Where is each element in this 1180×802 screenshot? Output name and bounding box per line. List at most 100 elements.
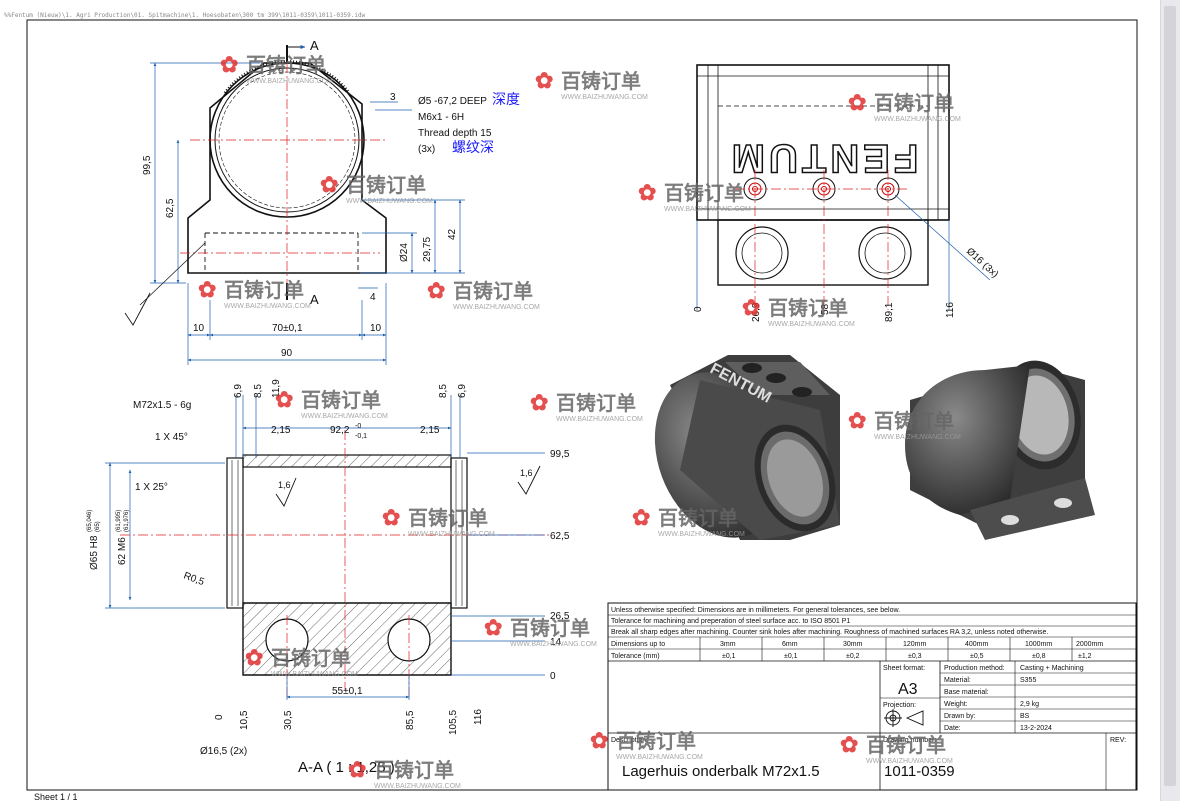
svg-text:WWW.BAIZHUWANG.COM: WWW.BAIZHUWANG.COM bbox=[874, 116, 961, 123]
tb-projection-label: Projection: bbox=[883, 702, 916, 709]
sec-d62-tol-l: (61,976) bbox=[124, 510, 130, 532]
tb-date-label: Date: bbox=[944, 725, 961, 732]
sec-b105-5: 105,5 bbox=[448, 710, 459, 735]
sec-b0: 0 bbox=[214, 714, 225, 720]
watermark-logo-icon: ✿ bbox=[220, 52, 238, 77]
sec-8-5b: 8,5 bbox=[438, 384, 449, 398]
sec-6-9b: 6,9 bbox=[457, 384, 468, 398]
tol-val-6: ±0,8 bbox=[1032, 653, 1046, 660]
tb-production-label: Production method: bbox=[944, 665, 1005, 672]
sec-2-15b: 2,15 bbox=[420, 425, 440, 436]
top-dim-16: Ø16 (3x) bbox=[964, 246, 1000, 280]
svg-text:WWW.BAIZHUWANG.COM: WWW.BAIZHUWANG.COM bbox=[658, 531, 745, 538]
sec-chamfer45: 1 X 45° bbox=[155, 432, 188, 443]
svg-text:百铸订单: 百铸订单 bbox=[346, 173, 426, 197]
tol-val-0: Tolerance (mm) bbox=[611, 653, 660, 660]
svg-text:WWW.BAIZHUWANG.COM: WWW.BAIZHUWANG.COM bbox=[768, 321, 855, 328]
section-view: M72x1.5 - 6g 6,9 8,5 11,9 8,5 6,9 2,15 9… bbox=[87, 379, 570, 776]
dim-42: 42 bbox=[447, 228, 458, 240]
top-dim-26-9: 26,9 bbox=[751, 302, 762, 322]
sec-11-9: 11,9 bbox=[271, 379, 282, 398]
dim-99-5: 99,5 bbox=[142, 155, 153, 175]
tb-drawing-number-label: Drawing number: bbox=[883, 737, 936, 744]
svg-text:百铸订单: 百铸订单 bbox=[224, 278, 304, 302]
tb-drawn-by-label: Drawn by: bbox=[944, 713, 976, 720]
sec-rough-b: 1,6 bbox=[520, 468, 533, 478]
dim-4: 4 bbox=[370, 292, 376, 303]
scrollbar-thumb[interactable] bbox=[1164, 6, 1176, 786]
svg-text:百铸订单: 百铸订单 bbox=[616, 729, 696, 753]
svg-text:百铸订单: 百铸订单 bbox=[768, 296, 848, 320]
top-dim-58: 58 bbox=[820, 303, 831, 315]
tb-weight-label: Weight: bbox=[944, 701, 968, 708]
sec-b85-5: 85,5 bbox=[405, 710, 416, 730]
tb-sheet-format-label: Sheet format: bbox=[883, 665, 925, 672]
tb-drawn-by: BS bbox=[1020, 713, 1030, 720]
sec-rough-a: 1,6 bbox=[278, 480, 291, 490]
watermark-logo-icon: ✿ bbox=[848, 408, 866, 433]
tb-material: S355 bbox=[1020, 677, 1036, 684]
svg-text:WWW.BAIZHUWANG.COM: WWW.BAIZHUWANG.COM bbox=[561, 94, 648, 101]
svg-text:百铸订单: 百铸订单 bbox=[453, 279, 533, 303]
watermark-logo-icon: ✿ bbox=[535, 68, 553, 93]
tb-production: Casting + Machining bbox=[1020, 665, 1084, 672]
dim-3: 3 bbox=[390, 92, 396, 103]
svg-text:百铸订单: 百铸订单 bbox=[658, 506, 738, 530]
svg-text:WWW.BAIZHUWANG.COM: WWW.BAIZHUWANG.COM bbox=[453, 304, 540, 311]
tb-material-label: Material: bbox=[944, 677, 971, 684]
sheet-label: Sheet 1 / 1 bbox=[34, 792, 78, 802]
note-hole-cn: 深度 bbox=[492, 91, 520, 107]
watermarks: ✿ 百铸订单 WWW.BAIZHUWANG.COM ✿ 百铸订单 WWW.BAI… bbox=[198, 52, 961, 790]
svg-text:百铸订单: 百铸订单 bbox=[374, 758, 454, 782]
projection-symbol-icon bbox=[884, 709, 924, 727]
top-lower-block bbox=[717, 219, 929, 286]
svg-text:WWW.BAIZHUWANG.COM: WWW.BAIZHUWANG.COM bbox=[346, 198, 433, 205]
top-dim-89-1: 89,1 bbox=[884, 302, 895, 322]
svg-text:百铸订单: 百铸订单 bbox=[561, 69, 641, 93]
tol-head-7: 2000mm bbox=[1076, 641, 1103, 648]
sec-r99-5: 99,5 bbox=[550, 449, 570, 460]
sec-chamfer25: 1 X 25° bbox=[135, 482, 168, 493]
tb-note-1: Unless otherwise specified: Dimensions a… bbox=[611, 607, 900, 614]
section-letter-top: A bbox=[310, 38, 319, 53]
svg-text:WWW.BAIZHUWANG.COM: WWW.BAIZHUWANG.COM bbox=[616, 754, 703, 761]
dim-29-75: 29,75 bbox=[422, 237, 433, 262]
sec-r0-5: R0,5 bbox=[182, 570, 206, 588]
tol-head-3: 30mm bbox=[843, 641, 863, 648]
svg-text:WWW.BAIZHUWANG.COM: WWW.BAIZHUWANG.COM bbox=[556, 416, 643, 423]
title-block: Unless otherwise specified: Dimensions a… bbox=[607, 602, 1137, 791]
dim-70: 70±0,1 bbox=[272, 323, 303, 334]
front-view: A A bbox=[124, 38, 520, 365]
tb-description: Lagerhuis onderbalk M72x1.5 bbox=[622, 763, 820, 780]
sec-d65-tol-l: (65) bbox=[95, 521, 101, 532]
tb-rev-label: REV: bbox=[1110, 737, 1126, 744]
watermark-logo-icon: ✿ bbox=[484, 615, 502, 640]
svg-text:WWW.BAIZHUWANG.COM: WWW.BAIZHUWANG.COM bbox=[246, 78, 333, 85]
svg-text:WWW.BAIZHUWANG.COM: WWW.BAIZHUWANG.COM bbox=[408, 531, 495, 538]
sec-8-5a: 8,5 bbox=[253, 384, 264, 398]
sec-tol-lower: -0,1 bbox=[355, 433, 367, 440]
watermark-logo-icon: ✿ bbox=[840, 732, 858, 757]
note-qty: (3x) bbox=[418, 144, 435, 155]
sec-d55: 55±0,1 bbox=[332, 686, 363, 697]
svg-text:WWW.BAIZHUWANG.COM: WWW.BAIZHUWANG.COM bbox=[874, 434, 961, 441]
watermark-logo-icon: ✿ bbox=[590, 728, 608, 753]
svg-text:百铸订单: 百铸订单 bbox=[874, 91, 954, 115]
tol-val-2: ±0,1 bbox=[784, 653, 798, 660]
sec-holes: Ø16,5 (2x) bbox=[200, 746, 247, 757]
section-title: A-A ( 1 : 1,25 ) bbox=[298, 759, 395, 776]
iso-view-back bbox=[905, 360, 1095, 540]
sec-b30-5: 30,5 bbox=[283, 710, 294, 730]
sec-d65-tol-u: (65,046) bbox=[87, 510, 93, 532]
sec-r14: 14 bbox=[550, 637, 562, 648]
tol-val-1: ±0,1 bbox=[722, 653, 736, 660]
tb-date: 13-2-2024 bbox=[1020, 725, 1052, 732]
svg-text:百铸订单: 百铸订单 bbox=[271, 646, 351, 670]
sec-r0: 0 bbox=[550, 671, 556, 682]
tol-val-5: ±0,5 bbox=[970, 653, 984, 660]
watermark-logo-icon: ✿ bbox=[530, 390, 548, 415]
note-depth: Thread depth 15 bbox=[418, 128, 492, 139]
dim-24: Ø24 bbox=[399, 243, 410, 262]
